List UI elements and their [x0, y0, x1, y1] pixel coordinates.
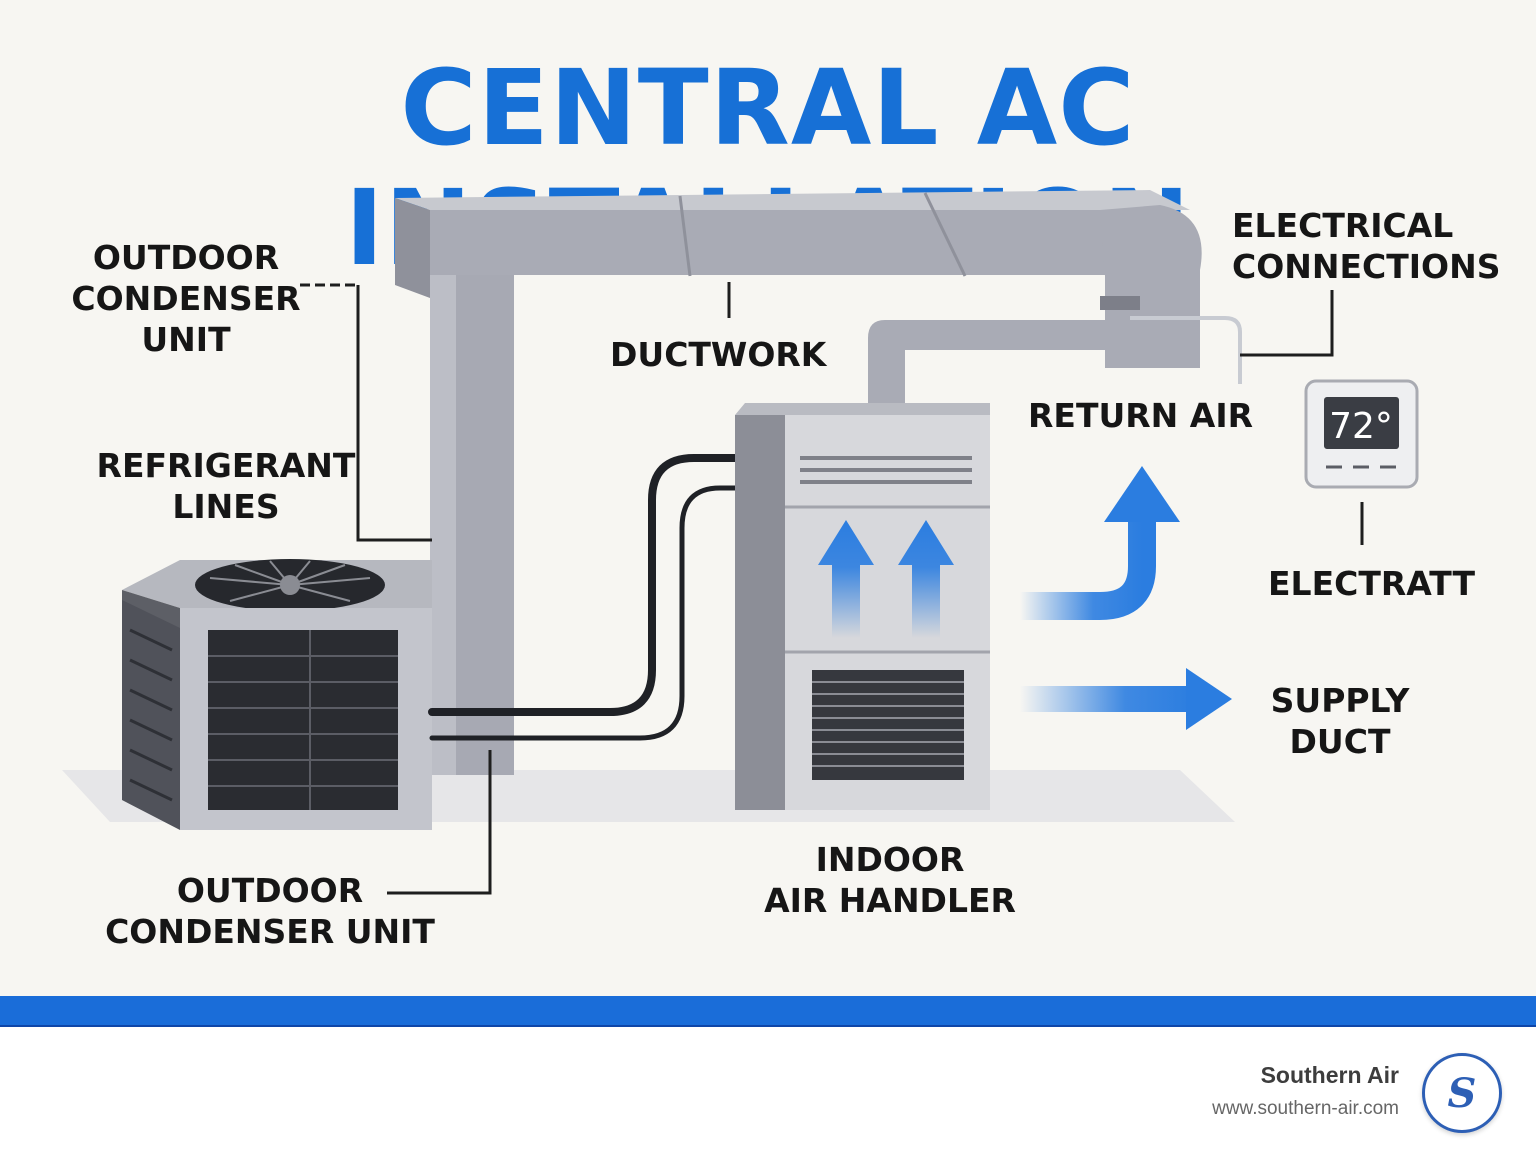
label-electratt: ELECTRATT [1268, 564, 1476, 603]
refrigerant-lines [428, 454, 749, 741]
label-refrigerant-lines: REFRIGERANT LINES [96, 446, 356, 526]
label-return-air: RETURN AIR [1028, 396, 1254, 435]
label-outdoor-condenser-top: OUTDOOR CONDENSER UNIT [71, 238, 301, 359]
ac-system-illustration: 72° [62, 190, 1419, 895]
label-outdoor-condenser-bottom: OUTDOOR CONDENSER UNIT [105, 871, 435, 951]
thermostat-display: 72° [1329, 406, 1393, 447]
footer-accent-bar [0, 996, 1536, 1026]
return-air-arrow [1020, 466, 1180, 620]
outdoor-condenser-unit [122, 559, 432, 830]
footer [0, 1027, 1536, 1154]
thermostat: 72° [1304, 379, 1419, 489]
brand-name: Southern Air [1260, 1062, 1399, 1088]
label-ductwork: DUCTWORK [610, 335, 827, 374]
leader-lines [300, 282, 1364, 895]
brand-logo: S [1422, 1053, 1502, 1133]
label-indoor-air-handler: INDOOR AIR HANDLER [764, 840, 1016, 920]
footer-accent-line [0, 1025, 1536, 1027]
ductwork [395, 190, 1242, 775]
brand-url[interactable]: www.southern-air.com [1212, 1098, 1399, 1119]
label-electrical-connections: ELECTRICAL CONNECTIONS [1232, 206, 1501, 286]
indoor-air-handler [735, 403, 990, 810]
supply-air-arrow [1020, 668, 1232, 730]
label-supply-duct: SUPPLY DUCT [1270, 681, 1410, 761]
